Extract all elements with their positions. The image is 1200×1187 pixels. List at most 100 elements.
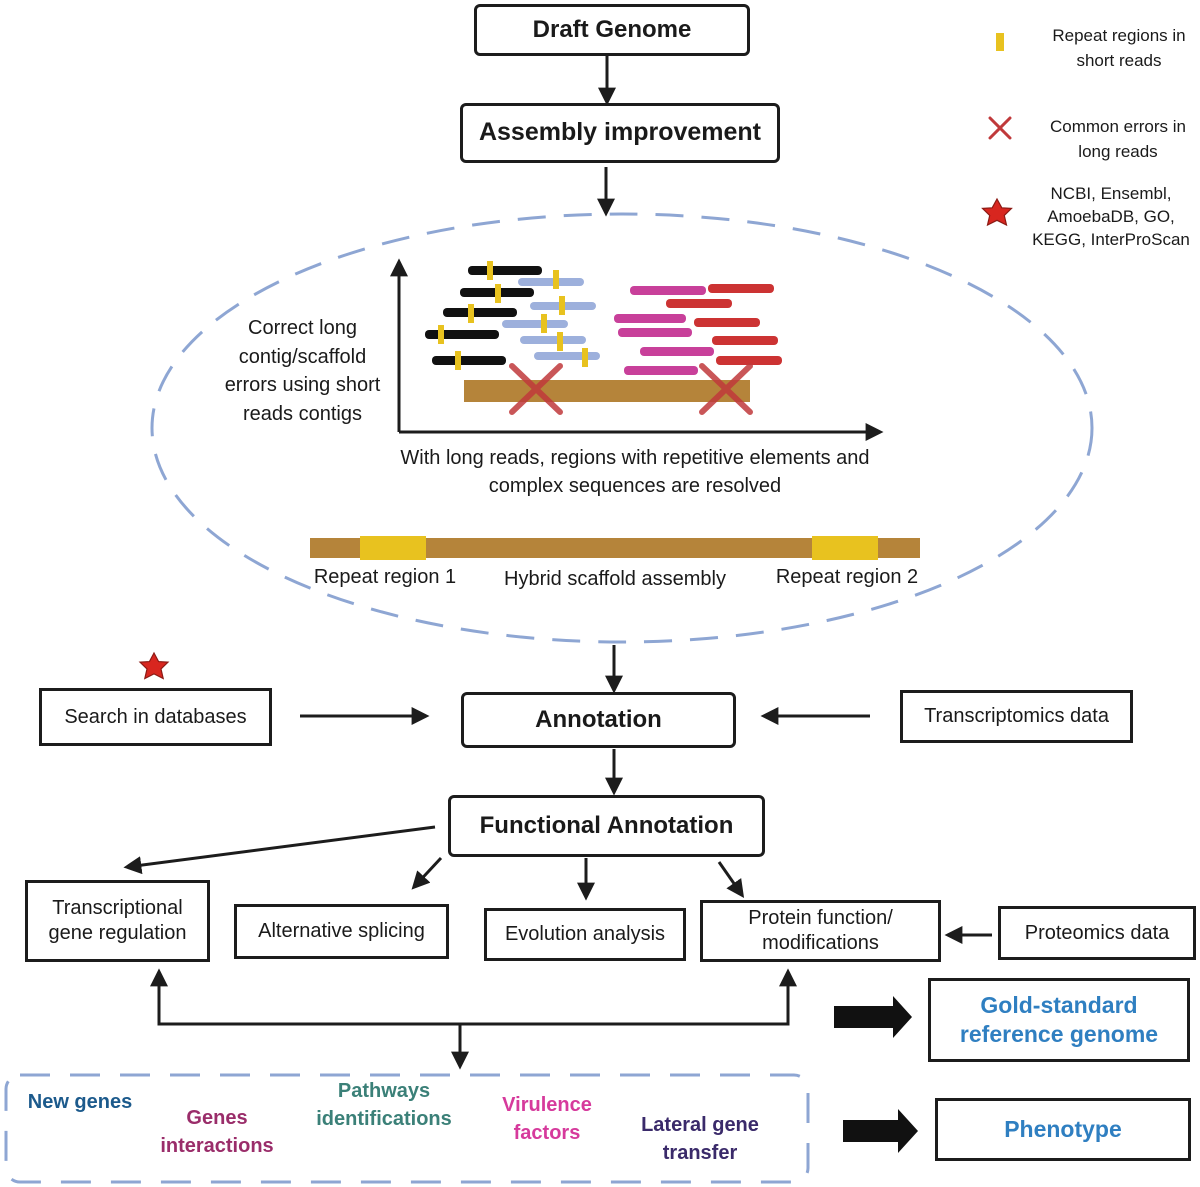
short-read-black	[468, 266, 542, 275]
genes-interactions-line-1: Genes	[186, 1107, 248, 1129]
protein-function-line-2: modifications	[762, 932, 879, 954]
long-reads-red	[666, 284, 782, 365]
outcome-virulence: Virulence factors	[486, 1091, 608, 1147]
repeat-mark	[553, 270, 559, 289]
legend-databases-line-1: NCBI, Ensembl,	[1050, 184, 1172, 203]
legend-errors-text: Common errors in long reads	[1032, 115, 1200, 164]
outcome-pathways: Pathways identifications	[300, 1077, 468, 1133]
alternative-splicing-box: Alternative splicing	[234, 904, 449, 959]
legend-errors-line-1: Common errors in	[1049, 117, 1187, 136]
arrow-to-gold-standard	[834, 996, 912, 1038]
repeat-region-2-label: Repeat region 2	[775, 566, 919, 588]
pathways-line-2: identifications	[316, 1108, 452, 1130]
arrow-functional-to-regulation	[123, 825, 436, 875]
hybrid-scaffold-label: Hybrid scaffold assembly	[504, 568, 726, 590]
long-reads-line-2: complex sequences are resolved	[488, 475, 782, 497]
protein-function-box: Protein function/ modifications	[700, 900, 941, 962]
error-x-mark-2	[699, 363, 753, 415]
database-star-icon	[138, 651, 170, 680]
legend-databases-line-2: AmoebaDB, GO,	[1047, 206, 1175, 226]
long-read-red	[694, 318, 760, 327]
correct-errors-line-1: Correct long	[248, 317, 357, 339]
gold-standard-line-2: reference genome	[959, 1021, 1159, 1047]
repeat-mark	[582, 348, 588, 367]
repeat-mark	[487, 261, 493, 280]
lateral-transfer-line-2: transfer	[662, 1142, 738, 1164]
short-read-black	[432, 356, 506, 365]
long-read-magenta	[618, 328, 692, 337]
legend-repeat-symbol	[996, 33, 1004, 51]
virulence-line-2: factors	[513, 1122, 581, 1144]
correct-errors-line-4: reads contigs	[243, 402, 362, 425]
long-read-magenta	[630, 286, 706, 295]
long-reads-line-1: With long reads, regions with repetitive…	[400, 447, 870, 469]
long-read-red	[716, 356, 782, 365]
short-read-black	[443, 308, 517, 317]
search-databases-box: Search in databases	[39, 688, 272, 746]
protein-function-line-1: Protein function/	[748, 907, 893, 929]
pathways-line-1: Pathways	[337, 1080, 431, 1102]
short-read-blue	[520, 336, 586, 344]
long-read-magenta	[614, 314, 686, 323]
repeat-mark	[495, 284, 501, 303]
repeat-mark	[559, 296, 565, 315]
repeat-mark	[557, 332, 563, 351]
assembly-improvement-box: Assembly improvement	[460, 103, 780, 163]
long-read-red	[708, 284, 774, 293]
long-read-magenta	[624, 366, 698, 375]
annotation-box: Annotation	[461, 692, 736, 748]
hybrid-scaffold-bar	[310, 538, 920, 558]
long-read-red	[666, 299, 732, 308]
transcriptomics-box: Transcriptomics data	[900, 690, 1133, 743]
virulence-line-1: Virulence	[502, 1094, 592, 1116]
legend-repeat-line-2: short reads	[1076, 50, 1162, 70]
long-read-magenta	[640, 347, 714, 356]
evolution-analysis-box: Evolution analysis	[484, 908, 686, 961]
outcome-new-genes: New genes	[27, 1091, 133, 1113]
outcome-genes-interactions: Genes interactions	[146, 1104, 288, 1160]
chart-scaffold-bar	[464, 380, 750, 402]
correct-errors-text: Correct long contig/scaffold errors usin…	[210, 314, 395, 428]
short-read-blue	[518, 278, 584, 286]
lateral-transfer-line-1: Lateral gene	[641, 1114, 759, 1136]
long-reads-magenta	[614, 286, 714, 375]
arrow-to-phenotype	[843, 1109, 918, 1153]
long-read-red	[712, 336, 778, 345]
repeat-mark	[455, 351, 461, 370]
proteomics-box: Proteomics data	[998, 906, 1196, 960]
repeat-region-1-label: Repeat region 1	[313, 566, 457, 588]
correct-errors-line-3: errors using short	[224, 374, 381, 397]
legend-repeat-line-1: Repeat regions in	[1052, 26, 1186, 45]
short-read-blue	[534, 352, 600, 360]
short-read-repeat-marks	[438, 261, 588, 370]
legend-databases-text: NCBI, Ensembl, AmoebaDB, GO, KEGG, Inter…	[1022, 183, 1200, 252]
legend-repeat-text: Repeat regions in short reads	[1036, 24, 1200, 73]
assembly-dashed-ellipse	[150, 212, 1094, 644]
gold-standard-line-1: Gold-standard	[980, 992, 1138, 1019]
bracket-connector	[150, 968, 797, 1026]
error-x-marks	[509, 363, 753, 415]
legend-star-icon	[981, 197, 1013, 227]
long-reads-text: With long reads, regions with repetitive…	[360, 444, 910, 500]
repeat-mark	[468, 304, 474, 323]
repeat-region-1-mark	[360, 536, 426, 560]
legend-error-symbol	[988, 116, 1012, 140]
phenotype-box: Phenotype	[935, 1098, 1191, 1161]
short-read-black	[425, 330, 499, 339]
transcriptional-regulation-line-1: Transcriptional	[52, 897, 183, 919]
short-read-blue	[502, 320, 568, 328]
genes-interactions-line-2: interactions	[160, 1135, 274, 1157]
functional-annotation-box: Functional Annotation	[448, 795, 765, 857]
transcriptional-regulation-box: Transcriptional gene regulation	[25, 880, 210, 962]
repeat-mark	[438, 325, 444, 344]
draft-genome-box: Draft Genome	[474, 4, 750, 56]
gold-standard-box: Gold-standard reference genome	[928, 978, 1190, 1062]
repeat-region-2-mark	[812, 536, 878, 560]
legend-errors-line-2: long reads	[1078, 141, 1158, 161]
transcriptional-regulation-line-2: gene regulation	[48, 922, 187, 944]
arrow-functional-to-protein	[717, 861, 745, 898]
error-x-mark-1	[509, 363, 563, 415]
correct-errors-line-2: contig/scaffold	[238, 345, 367, 368]
